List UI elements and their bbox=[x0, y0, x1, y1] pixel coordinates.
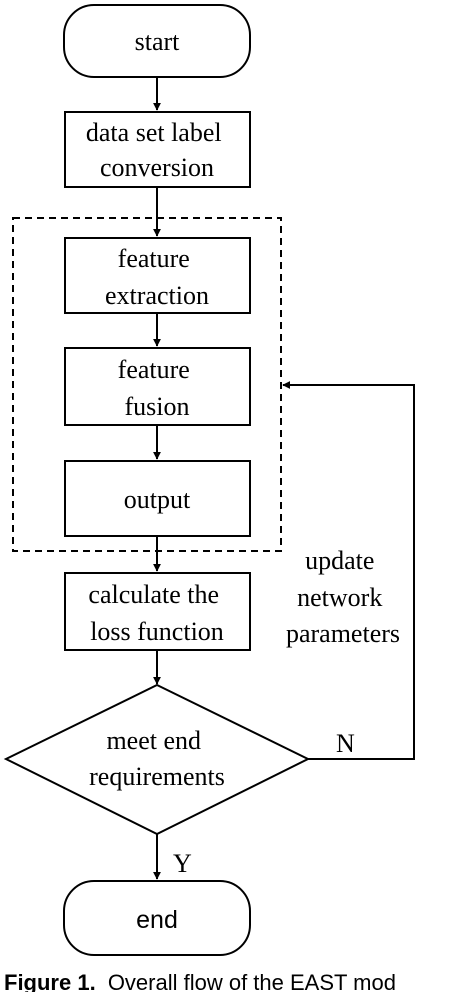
network-group-dashed-box bbox=[12, 217, 282, 552]
output-label: output bbox=[124, 485, 191, 514]
start-label: start bbox=[135, 27, 181, 56]
no-label: N bbox=[336, 729, 355, 758]
yes-label: Y bbox=[173, 849, 192, 878]
figure-caption: Figure 1. Overall flow of the EAST mod bbox=[4, 970, 396, 992]
dataset-conversion-box bbox=[64, 111, 251, 188]
loss-function-box bbox=[64, 572, 251, 651]
end-label: end bbox=[136, 906, 178, 934]
feature-fusion-box bbox=[64, 347, 251, 426]
loss-function-label: calculate the loss function bbox=[88, 580, 225, 646]
feature-extraction-label: feature extraction bbox=[105, 244, 209, 310]
dataset-conversion-label: data set label conversion bbox=[86, 118, 228, 182]
update-network-parameters-label: update network parameters bbox=[286, 546, 400, 648]
end-terminal bbox=[63, 880, 251, 956]
decision-diamond bbox=[3, 683, 311, 836]
decision-label: meet end requirements bbox=[89, 726, 225, 791]
feature-extraction-box bbox=[64, 237, 251, 314]
output-box bbox=[64, 460, 251, 537]
feature-fusion-label: feature fusion bbox=[118, 355, 197, 421]
feedback-loop-arrow bbox=[282, 381, 415, 760]
